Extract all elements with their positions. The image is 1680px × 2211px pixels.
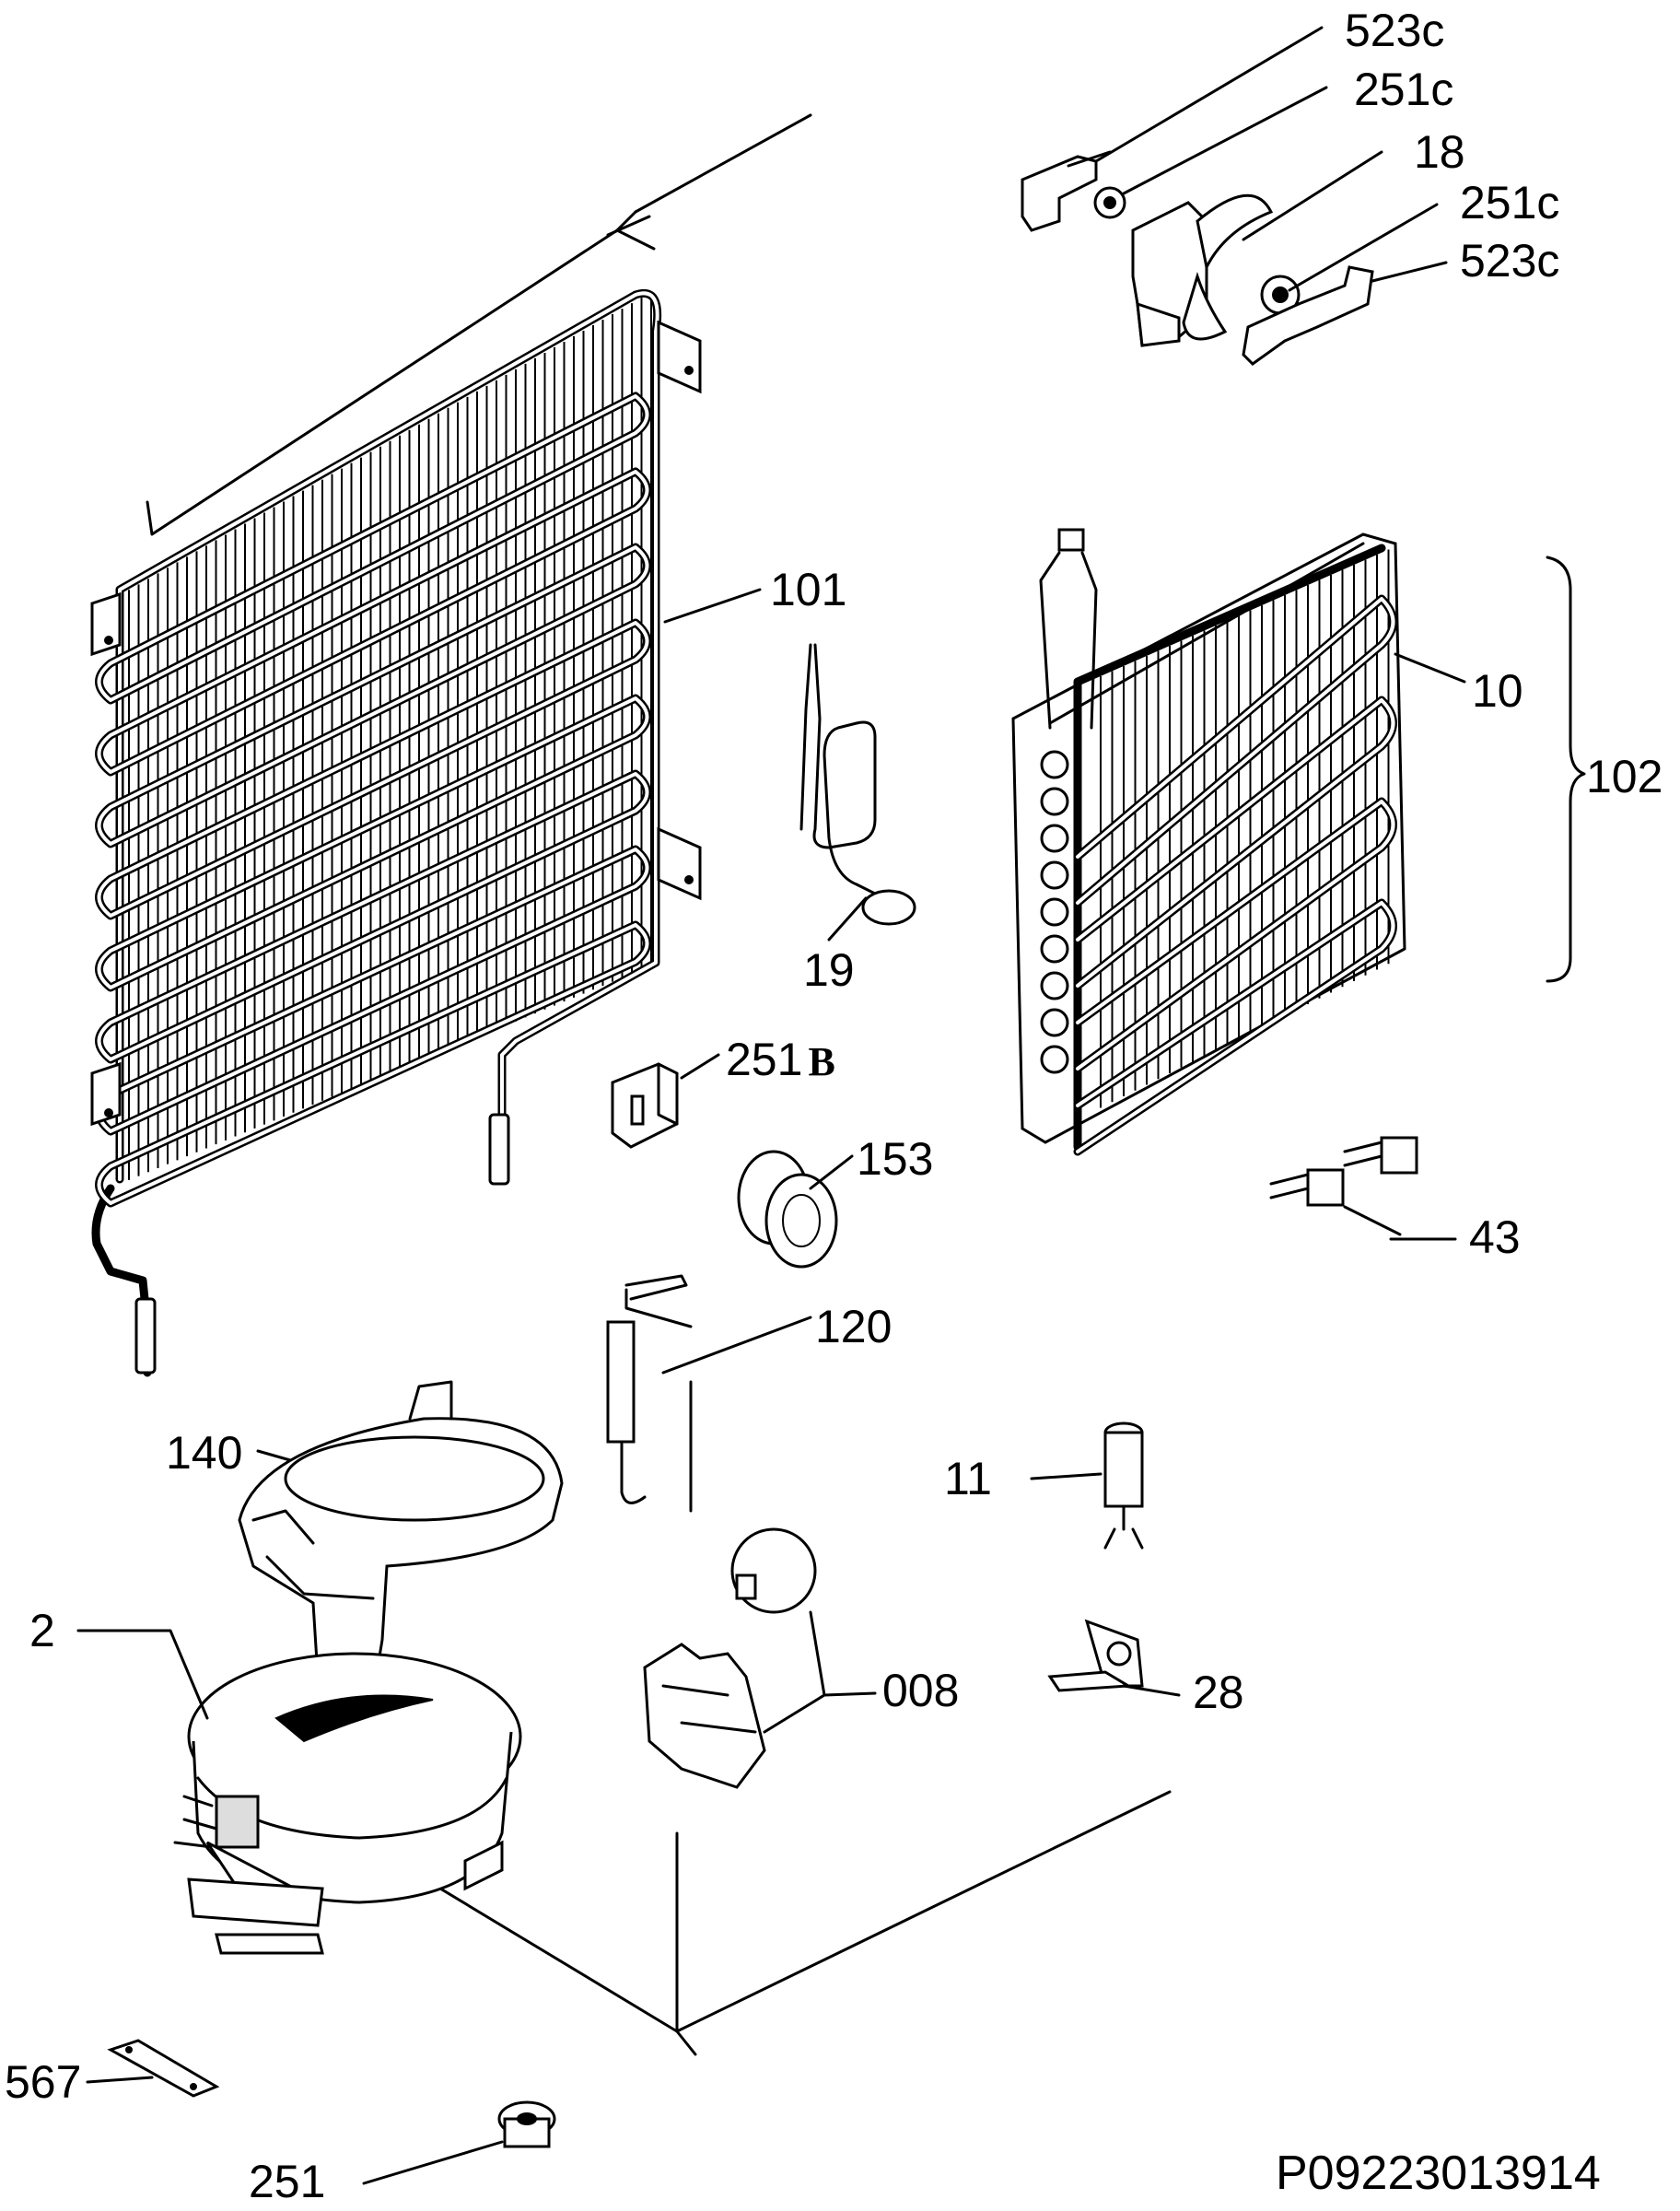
sensor-120 [606, 1274, 812, 1513]
label-140: 140 [166, 1427, 243, 1479]
label-11: 11 [944, 1453, 992, 1504]
cover-140 [238, 1380, 564, 1679]
drawing-reference: P09223013914 [1276, 2147, 1601, 2200]
relay-008 [643, 1527, 877, 1789]
label-251c-mid: 251c [1460, 177, 1560, 228]
connectors-43 [1269, 1136, 1418, 1236]
label-523c-top: 523c [1345, 5, 1445, 56]
cabinet-outline [146, 113, 1172, 2056]
condenser-101 [90, 289, 762, 1377]
label-153: 153 [857, 1133, 934, 1185]
label-101: 101 [770, 564, 847, 615]
clip-251b [611, 1053, 720, 1149]
label-18: 18 [1414, 126, 1465, 178]
label-251: 251 [249, 2156, 326, 2207]
plate-567 [86, 2039, 220, 2098]
label-2: 2 [29, 1605, 55, 1656]
capillary-19 [799, 643, 916, 942]
bracket-28 [1047, 1619, 1181, 1697]
label-120: 120 [815, 1301, 892, 1352]
label-28: 28 [1193, 1667, 1244, 1718]
bushing-153 [737, 1150, 854, 1269]
label-19: 19 [803, 944, 855, 996]
label-10: 10 [1472, 665, 1523, 717]
evaporator-102 [1011, 528, 1406, 1156]
label-251b-code: 251 [726, 1034, 803, 1085]
compressor-2 [173, 1652, 522, 1955]
fan-motor-assembly [1021, 150, 1374, 366]
label-523c-mid: 523c [1460, 235, 1560, 287]
label-008: 008 [882, 1665, 960, 1716]
label-102: 102 [1586, 751, 1663, 802]
label-567: 567 [5, 2056, 82, 2108]
label-43: 43 [1469, 1211, 1521, 1263]
label-251c-top: 251c [1354, 64, 1454, 115]
leader-lines [76, 26, 1586, 1720]
sensor-11 [1030, 1421, 1144, 1550]
label-251b-suffix: B [808, 1039, 835, 1084]
grommet-251 [362, 2100, 556, 2185]
